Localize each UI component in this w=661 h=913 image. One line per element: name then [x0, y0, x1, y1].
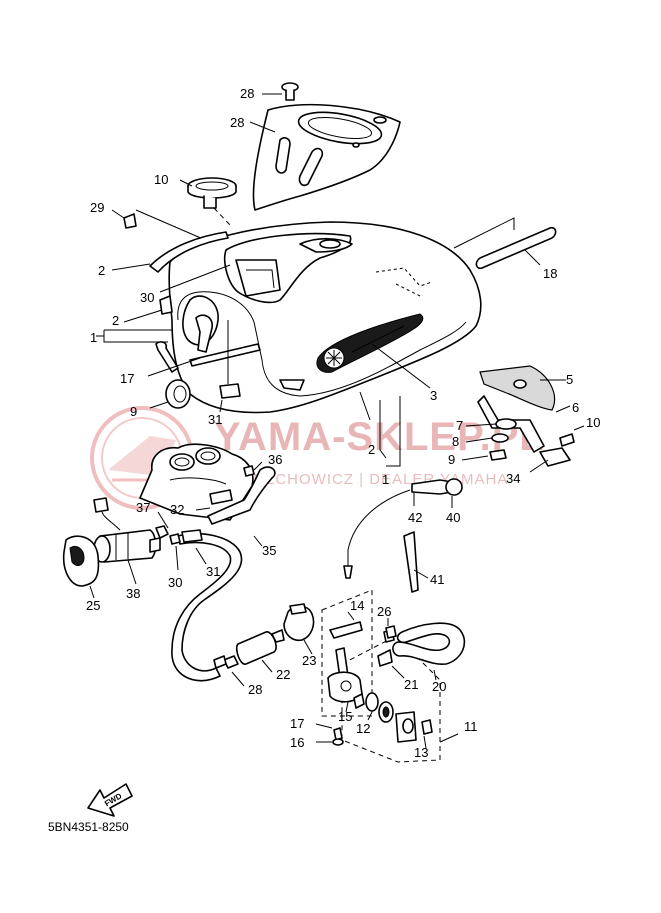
callout-label: 11: [464, 719, 478, 734]
callout-label: 28: [240, 86, 254, 101]
filter-bracket-25: [283, 603, 315, 655]
callout-label: 3: [430, 388, 437, 403]
callout-label: 17: [290, 716, 304, 731]
screw-32-icon: [262, 82, 299, 101]
callout-label: 41: [430, 572, 444, 587]
collar-8-icon: [465, 433, 509, 443]
callout-label: 14: [350, 598, 364, 613]
callout-label: 28: [230, 115, 244, 130]
callout-label: 12: [356, 721, 370, 736]
canister-assembly: [139, 443, 276, 682]
forward-arrow-icon: FWD: [87, 783, 133, 817]
callout-label: 37: [136, 500, 150, 515]
fuel-tank-1: [168, 217, 515, 414]
callout-label: 5: [566, 372, 573, 387]
callout-label: 38: [126, 586, 140, 601]
callout-label: 10: [586, 415, 600, 430]
callout-label: 10: [154, 172, 168, 187]
callout-label: 2: [368, 442, 375, 457]
callout-label: 1: [90, 330, 97, 345]
callout-label: 17: [120, 371, 134, 386]
callout-label: 20: [432, 679, 446, 694]
bolt-9-icon: [461, 449, 507, 461]
callout-label: 18: [543, 266, 557, 281]
bracket-5: [479, 365, 566, 411]
tank-top-cover-31: [249, 103, 401, 211]
damper-2: [155, 341, 179, 373]
callout-label: 6: [572, 400, 579, 415]
callout-label: 15: [338, 709, 352, 724]
cable-tie-41: [403, 531, 429, 593]
fuel-cap-12: [179, 177, 237, 226]
pump-bracket-26: [62, 535, 100, 599]
clip-27-icon: [385, 618, 397, 639]
callout-label: 1: [382, 472, 389, 487]
leader-1-2-right: [359, 391, 401, 467]
callout-label: 9: [130, 404, 137, 419]
callout-label: 42: [408, 510, 422, 525]
grommet-11: [149, 379, 191, 409]
fuel-cock-assembly: [315, 589, 459, 763]
callout-label: 16: [290, 735, 304, 750]
leader-1-2-left: [96, 309, 172, 343]
callout-label: 7: [456, 418, 463, 433]
callout-label: 28: [248, 682, 262, 697]
callout-label: 2: [98, 263, 105, 278]
hose-20: [475, 226, 557, 270]
callout-label: 40: [446, 510, 460, 525]
callout-label: 31: [206, 564, 220, 579]
callout-label: 25: [86, 598, 100, 613]
callout-label: 30: [168, 575, 182, 590]
callout-label: 22: [276, 667, 290, 682]
leader-3: [371, 343, 431, 389]
callout-label: 23: [302, 653, 316, 668]
bar-21: [147, 343, 261, 377]
diagram-code: 5BN4351-8250: [48, 820, 129, 834]
callout-label: 35: [262, 543, 276, 558]
callout-label: 26: [377, 604, 391, 619]
callout-label: 29: [90, 200, 104, 215]
callout-label: 9: [448, 452, 455, 467]
watermark: YAMA-SKLEP.PL WIERZCHOWICZ | DEALER YAMA…: [90, 406, 544, 510]
callout-label: 31: [208, 412, 222, 427]
callout-label: 36: [268, 452, 282, 467]
washer-7-icon: [465, 418, 517, 430]
callout-label: 32: [170, 502, 184, 517]
bolt-10-icon: [559, 425, 585, 447]
side-strip-4: [111, 231, 229, 273]
callout-label: 34: [506, 471, 520, 486]
sensor-40: [343, 478, 463, 579]
plate-39: [529, 447, 571, 473]
callout-label: 21: [404, 677, 418, 692]
pad-35: [219, 320, 241, 413]
callout-label: 13: [414, 745, 428, 760]
fuel-filter-24: [213, 629, 285, 687]
hose-22: [392, 622, 466, 681]
callout-labels: 28 28 10 29 2 18 30 2 1 17 3 5 9 31 6 7 …: [86, 86, 600, 760]
callout-label: 8: [452, 434, 459, 449]
callout-label: 2: [112, 313, 119, 328]
bracket-34: [159, 264, 231, 315]
callout-label: 30: [140, 290, 154, 305]
